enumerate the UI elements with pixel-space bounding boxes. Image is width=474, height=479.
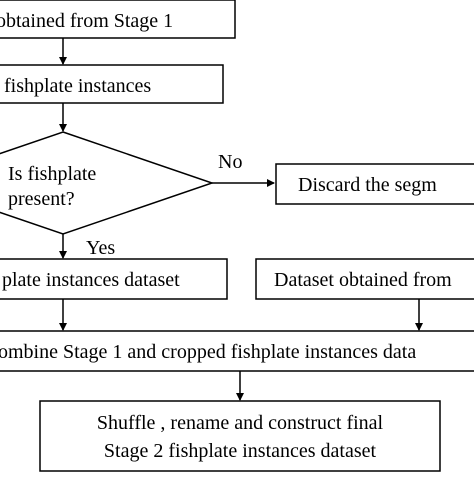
final-node: Shuffle , rename and construct final Sta… [39,400,441,472]
crop-instances-node: fishplate instances [0,64,224,104]
instances-dataset-node: plate instances dataset [0,258,228,300]
dataset-obtained-node: Dataset obtained from [255,258,474,300]
instances-dataset-label: plate instances dataset [2,269,180,291]
stage1-segments-node: obtained from Stage 1 [0,0,236,39]
combine-node: ombine Stage 1 and cropped fishplate ins… [0,330,474,372]
final-label-line1: Shuffle , rename and construct final [97,412,384,434]
combine-label: ombine Stage 1 and cropped fishplate ins… [0,341,416,363]
final-label-line2: Stage 2 fishplate instances dataset [104,440,377,462]
crop-instances-label: fishplate instances [4,75,151,97]
dataset-obtained-label: Dataset obtained from [274,269,452,291]
discard-label: Discard the segm [298,174,437,196]
stage1-segments-label: obtained from Stage 1 [0,10,173,32]
decision-node: Is fishplate present? [0,131,215,235]
discard-node: Discard the segm [275,163,474,205]
edge-label-yes: Yes [86,237,115,259]
decision-label-line1: Is fishplate [8,163,96,185]
decision-label-line2: present? [8,188,75,210]
edge-label-no: No [218,151,242,173]
